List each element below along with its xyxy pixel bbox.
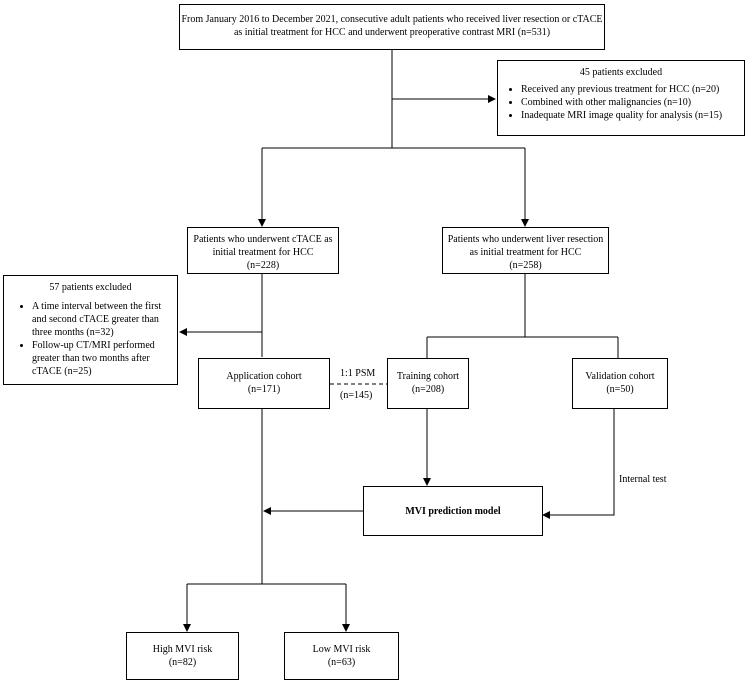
excluded-45-item: Inadequate MRI image quality for analysi… <box>521 109 744 122</box>
excluded-57-item1-line: and second cTACE greater than <box>32 314 159 325</box>
low-risk-line1: Low MVI risk <box>312 644 371 655</box>
ctace-line3: (n=228) <box>246 260 280 271</box>
validation-line1: Validation cohort <box>585 371 655 382</box>
excluded-57-item2-line: Follow-up CT/MRI performed <box>32 340 155 351</box>
low-risk-line2: (n=63) <box>327 657 356 668</box>
excluded-57-item: Follow-up CT/MRI performed greater than … <box>32 339 177 378</box>
top-box-line2: as initial treatment for HCC and underwe… <box>233 27 551 38</box>
excluded-57-item2-line: cTACE (n=25) <box>32 366 92 377</box>
validation-line2: (n=50) <box>606 384 634 395</box>
resection-line2: as initial treatment for HCC <box>469 247 582 258</box>
application-cohort-box: Application cohort (n=171) <box>198 358 330 409</box>
resection-box: Patients who underwent liver resection a… <box>442 227 609 274</box>
excluded-57-item2-line: greater than two months after <box>32 353 150 364</box>
excluded-57-item: A time interval between the first and se… <box>32 300 177 339</box>
training-line2: (n=208) <box>411 384 445 395</box>
application-line2: (n=171) <box>247 384 281 395</box>
excluded-57-box: 57 patients excluded A time interval bet… <box>3 275 178 385</box>
excluded-45-box: 45 patients excluded Received any previo… <box>497 60 745 136</box>
excluded-45-item: Received any previous treatment for HCC … <box>521 83 744 96</box>
high-risk-line1: High MVI risk <box>152 644 213 655</box>
excluded-57-list: A time interval between the first and se… <box>4 300 177 378</box>
excluded-45-list: Received any previous treatment for HCC … <box>498 83 744 122</box>
low-risk-box: Low MVI risk (n=63) <box>284 632 399 680</box>
ctace-line1: Patients who underwent cTACE as <box>193 234 333 245</box>
psm-count: (n=145) <box>340 390 373 401</box>
excluded-57-title: 57 patients excluded <box>49 282 132 293</box>
application-line1: Application cohort <box>226 371 302 382</box>
excluded-45-item: Combined with other malignancies (n=10) <box>521 96 744 109</box>
resection-line1: Patients who underwent liver resection <box>447 234 604 245</box>
high-risk-box: High MVI risk (n=82) <box>126 632 239 680</box>
excluded-45-title: 45 patients excluded <box>579 67 663 78</box>
arrow-validation-to-model <box>542 409 615 519</box>
validation-cohort-box: Validation cohort (n=50) <box>572 358 668 409</box>
psm-label: 1:1 PSM <box>340 368 376 379</box>
excluded-57-item1-line: three months (n=32) <box>32 327 114 338</box>
ctace-box: Patients who underwent cTACE as initial … <box>187 227 339 274</box>
resection-line3: (n=258) <box>509 260 542 271</box>
mvi-model-label: MVI prediction model <box>405 506 501 517</box>
training-cohort-box: Training cohort (n=208) <box>387 358 469 409</box>
top-box: From January 2016 to December 2021, cons… <box>179 4 605 50</box>
top-box-line1: From January 2016 to December 2021, cons… <box>181 14 603 25</box>
high-risk-line2: (n=82) <box>168 657 197 668</box>
mvi-model-box: MVI prediction model <box>363 486 543 536</box>
internal-test-label: Internal test <box>619 474 667 485</box>
ctace-line2: initial treatment for HCC <box>212 247 314 258</box>
training-line1: Training cohort <box>396 371 460 382</box>
excluded-57-item1-line: A time interval between the first <box>32 301 162 312</box>
